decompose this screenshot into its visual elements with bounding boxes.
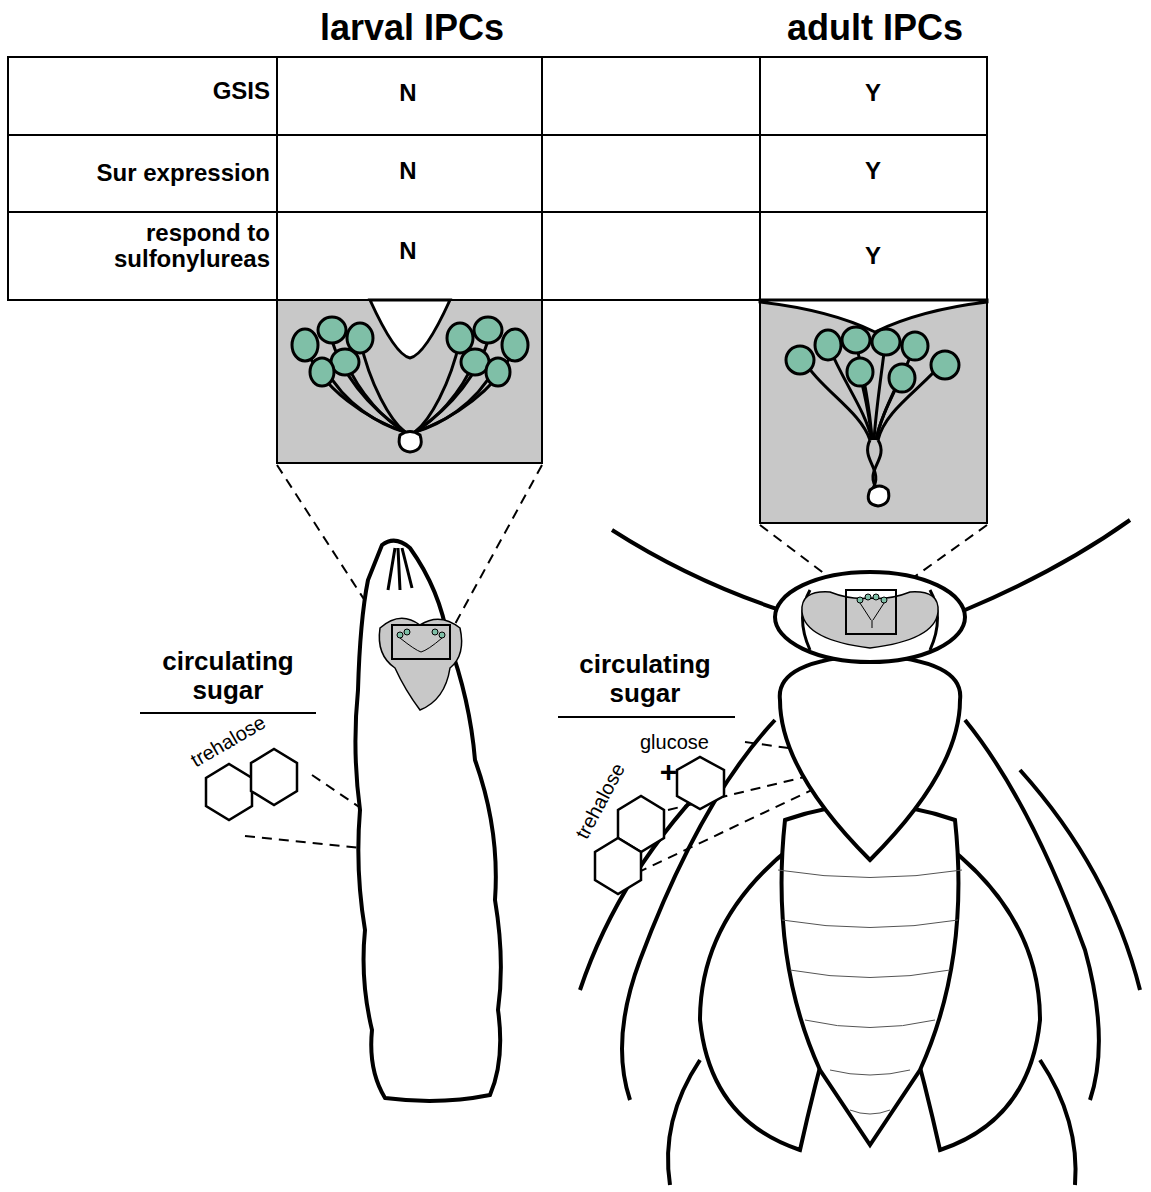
plus-sign: + — [656, 755, 681, 788]
table-cell: Y — [843, 80, 903, 106]
table-cell: Y — [843, 243, 903, 269]
column-header: adult IPCs — [745, 8, 1005, 48]
row-label: Sur expression — [20, 160, 270, 186]
row-label: GSIS — [30, 78, 270, 104]
column-header: larval IPCs — [277, 8, 547, 48]
table-cell: Y — [843, 158, 903, 184]
row-label: respond to sulfonylureas — [30, 220, 270, 273]
section-label: circulating sugar — [550, 650, 740, 707]
table-cell: N — [378, 158, 438, 184]
section-label: circulating sugar — [133, 647, 323, 704]
table-cell: N — [378, 238, 438, 264]
sugar-name: glucose — [640, 731, 750, 753]
table-cell: N — [378, 80, 438, 106]
